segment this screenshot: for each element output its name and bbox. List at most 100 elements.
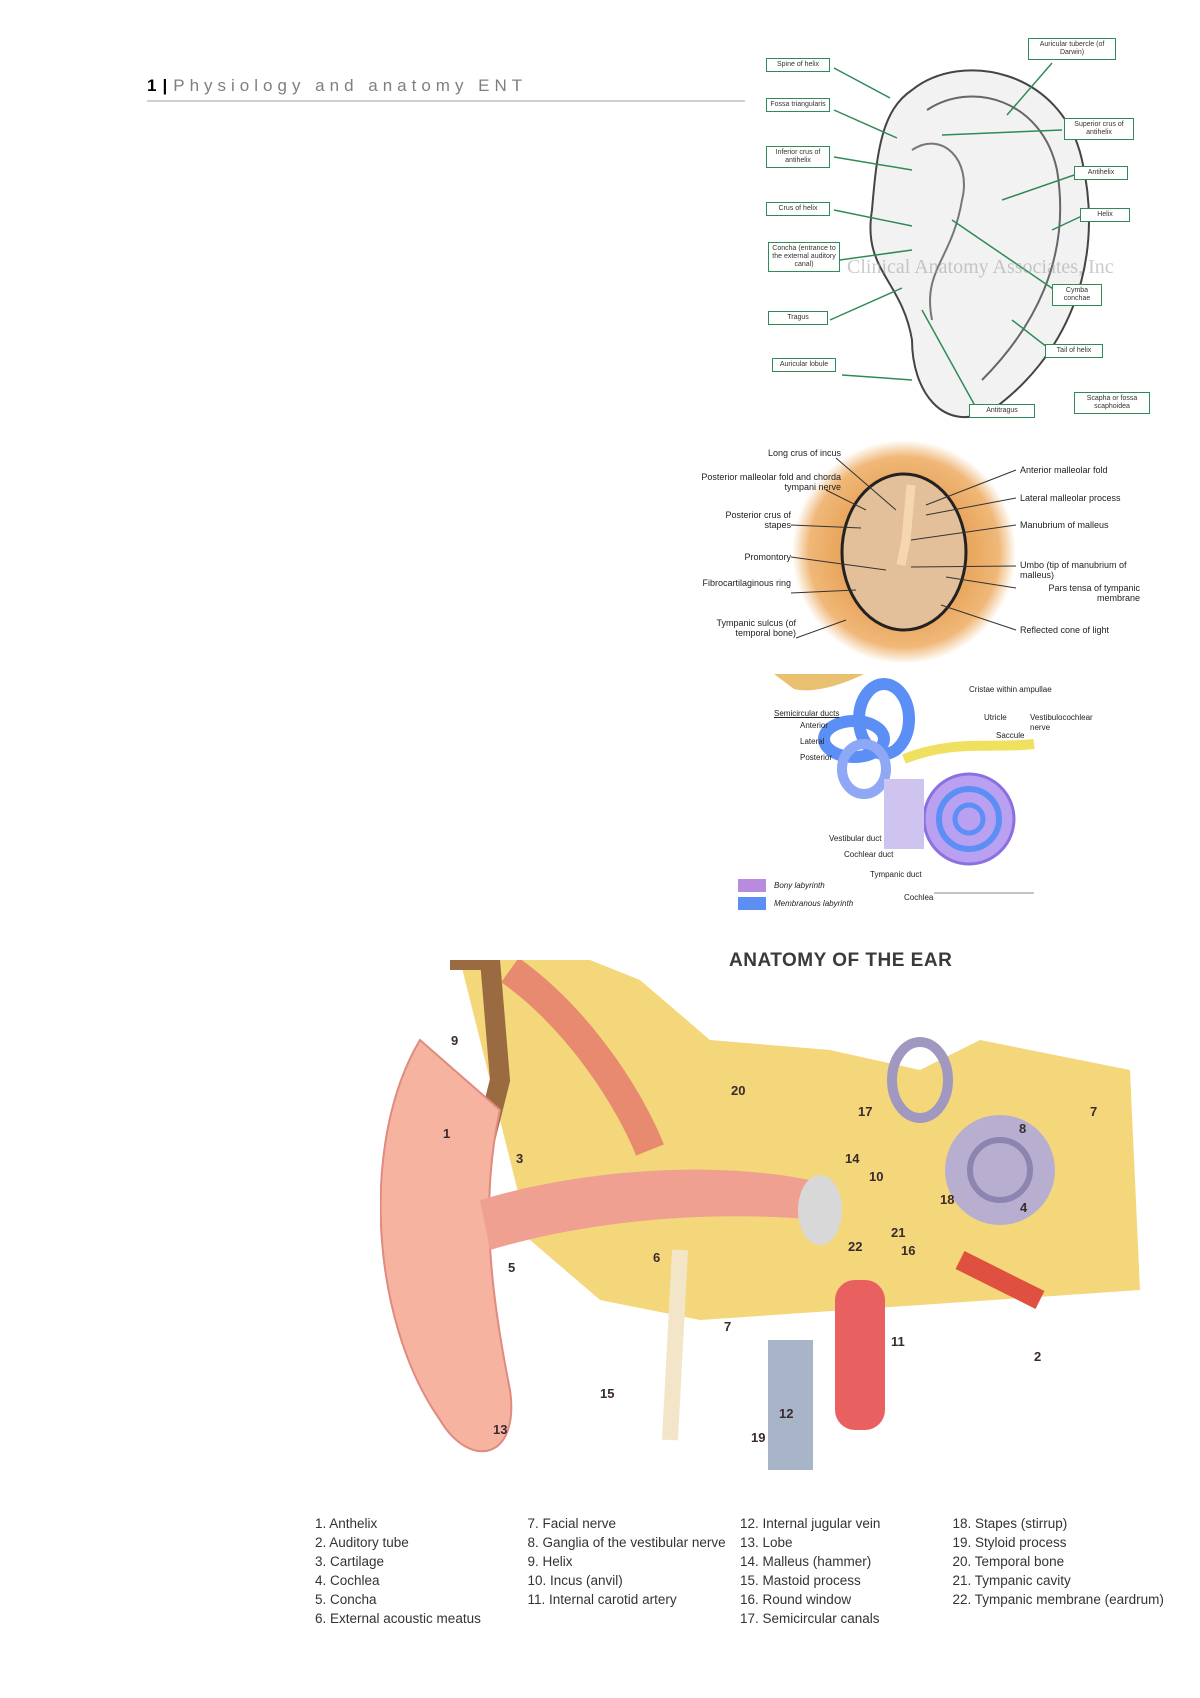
figure-number-15: 15 bbox=[600, 1386, 615, 1401]
label-superior-crus: Superior crus of antihelix bbox=[1064, 118, 1134, 140]
label-darwin-tubercle: Auricular tubercle (of Darwin) bbox=[1028, 38, 1116, 60]
legend-item: 15. Mastoid process bbox=[740, 1573, 861, 1588]
legend-column: 7. Facial nerve 8. Ganglia of the vestibu… bbox=[528, 1514, 741, 1628]
label-anterior: Anterior bbox=[800, 721, 829, 730]
figure-number-21: 21 bbox=[891, 1225, 906, 1240]
legend-column: 18. Stapes (stirrup) 19. Styloid process 2… bbox=[953, 1514, 1166, 1628]
figure-number-11: 11 bbox=[891, 1334, 905, 1349]
figure-number-4: 4 bbox=[1020, 1200, 1028, 1215]
legend-item: 21. Tympanic cavity bbox=[952, 1573, 1071, 1588]
label-concha: Concha (entrance to the external auditor… bbox=[768, 242, 840, 272]
label-tympanic-sulcus: Tympanic sulcus (of temporal bone) bbox=[716, 618, 796, 638]
figure-number-3: 3 bbox=[516, 1151, 524, 1166]
legend-item: 1. Anthelix bbox=[315, 1516, 378, 1531]
figure-number-9: 9 bbox=[451, 1033, 459, 1048]
label-crus-of-helix: Crus of helix bbox=[766, 202, 830, 216]
legend-item: 14. Malleus (hammer) bbox=[740, 1554, 872, 1569]
label-fibrocartilaginous-ring: Fibrocartilaginous ring bbox=[702, 578, 791, 588]
legend-item: 16. Round window bbox=[740, 1592, 852, 1607]
label-antitragus: Antitragus bbox=[969, 404, 1035, 418]
label-tympanic-duct: Tympanic duct bbox=[870, 870, 922, 879]
label-cone-of-light: Reflected cone of light bbox=[1020, 625, 1110, 635]
figure-number-17: 17 bbox=[858, 1104, 873, 1119]
label-saccule: Saccule bbox=[996, 731, 1025, 740]
legend-item: 20. Temporal bone bbox=[952, 1554, 1065, 1569]
tympanic-drawing bbox=[790, 440, 1017, 662]
label-cochlea: Cochlea bbox=[904, 893, 934, 902]
legend-item: 7. Facial nerve bbox=[527, 1516, 617, 1531]
label-anterior-malleolar-fold: Anterior malleolar fold bbox=[1020, 465, 1108, 475]
legend-item: 5. Concha bbox=[315, 1592, 377, 1607]
header-separator: | bbox=[162, 76, 168, 95]
figure-number-7-bottom: 7 bbox=[724, 1319, 732, 1334]
inner-ear-figure: Semicircular ducts Anterior Lateral Post… bbox=[734, 669, 1093, 919]
inner-ear-drawing bbox=[774, 674, 1035, 894]
label-helix: Helix bbox=[1080, 208, 1130, 222]
label-posterior-crus-stapes: Posterior crus of stapes bbox=[725, 510, 791, 530]
figure-number-20: 20 bbox=[731, 1083, 746, 1098]
label-lateral: Lateral bbox=[800, 737, 825, 746]
figure-number-5: 5 bbox=[508, 1260, 516, 1275]
label-lateral-malleolar-process: Lateral malleolar process bbox=[1020, 493, 1121, 503]
figure-number-22: 22 bbox=[848, 1239, 863, 1254]
label-auricular-lobule: Auricular lobule bbox=[772, 358, 836, 372]
label-cymba-conchae: Cymba conchae bbox=[1052, 284, 1102, 306]
legend-item: 4. Cochlea bbox=[315, 1573, 380, 1588]
key-bony-swatch bbox=[738, 879, 766, 892]
figure-number-8: 8 bbox=[1019, 1121, 1027, 1136]
label-vestibulocochlear-nerve: Vestibulocochlear nerve bbox=[1030, 713, 1093, 732]
key-membranous-label: Membranous labyrinth bbox=[774, 899, 854, 908]
legend-item: 11. Internal carotid artery bbox=[527, 1592, 677, 1607]
label-cochlear-duct: Cochlear duct bbox=[844, 850, 894, 859]
legend-item: 19. Styloid process bbox=[952, 1535, 1067, 1550]
figure-number-16: 16 bbox=[901, 1243, 916, 1258]
page-number: 1 bbox=[147, 76, 157, 95]
label-antihelix: Antihelix bbox=[1074, 166, 1128, 180]
label-inferior-crus: Inferior crus of antihelix bbox=[766, 146, 830, 168]
legend-item: 12. Internal jugular vein bbox=[740, 1516, 881, 1531]
figure-number-14: 14 bbox=[845, 1151, 860, 1166]
label-cristae: Cristae within ampullae bbox=[969, 685, 1052, 694]
figure-number-2: 2 bbox=[1034, 1349, 1042, 1364]
figure-number-10: 10 bbox=[869, 1169, 884, 1184]
auricle-drawing bbox=[829, 62, 1090, 418]
label-vestibular-duct: Vestibular duct bbox=[829, 834, 882, 843]
label-manubrium: Manubrium of malleus bbox=[1020, 520, 1109, 530]
label-tragus: Tragus bbox=[768, 311, 828, 325]
label-posterior-malleolar-fold: Posterior malleolar fold and chorda tymp… bbox=[701, 472, 841, 492]
label-spine-of-helix: Spine of helix bbox=[766, 58, 830, 72]
label-long-crus-incus: Long crus of incus bbox=[767, 448, 841, 458]
label-posterior: Posterior bbox=[800, 753, 833, 762]
legend-item: 17. Semicircular canals bbox=[740, 1611, 880, 1626]
figure-number-1: 1 bbox=[443, 1126, 451, 1141]
legend-column: 12. Internal jugular vein 13. Lobe 14. Mal… bbox=[740, 1514, 953, 1628]
legend-item: 9. Helix bbox=[527, 1554, 573, 1569]
label-fossa-triangularis: Fossa triangularis bbox=[766, 98, 830, 112]
tympanic-figure: Long crus of incus Posterior malleolar f… bbox=[696, 440, 1146, 662]
label-promontory: Promontory bbox=[744, 552, 791, 562]
header-rule bbox=[147, 100, 745, 102]
page-header: 1 | Physiology and anatomy ENT bbox=[147, 76, 527, 96]
figure-number-7-top: 7 bbox=[1090, 1104, 1098, 1119]
figure-number-19: 19 bbox=[751, 1430, 766, 1445]
label-scapha: Scapha or fossa scaphoidea bbox=[1074, 392, 1150, 414]
legend-item: 8. Ganglia of the vestibular nerve bbox=[527, 1535, 726, 1550]
header-title: Physiology and anatomy ENT bbox=[173, 76, 528, 95]
anatomy-figure-title: ANATOMY OF THE EAR bbox=[729, 950, 953, 971]
figure-number-6: 6 bbox=[653, 1250, 661, 1265]
legend-item: 18. Stapes (stirrup) bbox=[952, 1516, 1068, 1531]
key-bony-label: Bony labyrinth bbox=[774, 881, 825, 890]
legend-item: 13. Lobe bbox=[740, 1535, 793, 1550]
legend-item: 3. Cartilage bbox=[315, 1554, 385, 1569]
legend-item: 10. Incus (anvil) bbox=[527, 1573, 623, 1588]
anatomy-drawing bbox=[380, 960, 1140, 1470]
label-utricle: Utricle bbox=[984, 713, 1007, 722]
label-umbo: Umbo (tip of manubrium of malleus) bbox=[1020, 560, 1127, 580]
legend-item: 22. Tympanic membrane (eardrum) bbox=[952, 1592, 1164, 1607]
label-pars-tensa: Pars tensa of tympanic membrane bbox=[1048, 583, 1140, 603]
figure-number-12: 12 bbox=[779, 1406, 794, 1421]
label-tail-of-helix: Tail of helix bbox=[1045, 344, 1103, 358]
key-membranous-swatch bbox=[738, 897, 766, 910]
figure-number-13: 13 bbox=[493, 1422, 508, 1437]
